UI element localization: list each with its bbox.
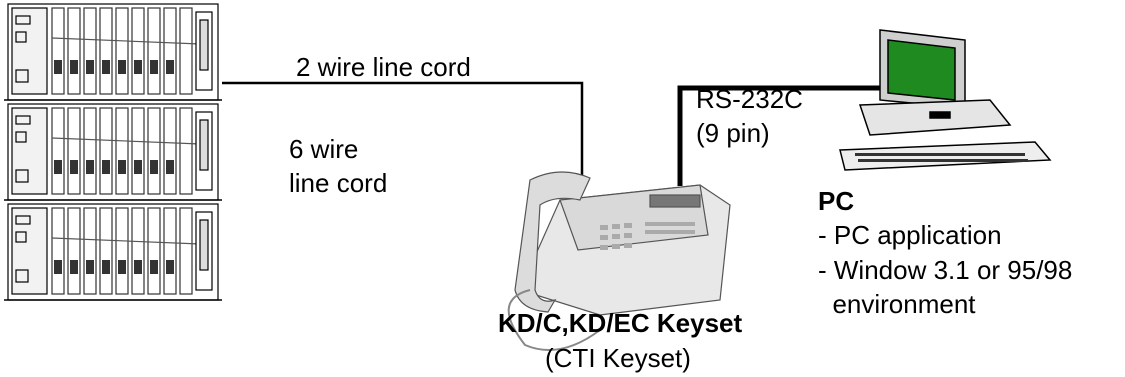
pc-item-application: - PC application bbox=[818, 220, 1002, 250]
two-wire-line bbox=[222, 81, 584, 182]
two-wire-label: 2 wire line cord bbox=[296, 52, 471, 82]
rs232-label-line2: (9 pin) bbox=[696, 118, 770, 148]
six-wire-label-line1: 6 wire bbox=[289, 134, 359, 164]
keyset-title: KD/C,KD/EC Keyset bbox=[498, 308, 743, 338]
rs232-cable bbox=[677, 85, 888, 186]
pc-item-environment: environment bbox=[818, 289, 976, 319]
keyset-subtitle: (CTI Keyset) bbox=[545, 343, 691, 373]
keyset-telephone-icon bbox=[507, 171, 731, 351]
phone-system-rack-icon bbox=[4, 3, 222, 301]
desktop-pc-icon bbox=[839, 29, 1052, 171]
six-wire-label-line2: line cord bbox=[289, 168, 388, 198]
rs232-label-line1: RS-232C bbox=[696, 84, 803, 114]
pc-title: PC bbox=[818, 186, 855, 216]
pc-item-windows: - Window 3.1 or 95/98 bbox=[818, 255, 1073, 285]
